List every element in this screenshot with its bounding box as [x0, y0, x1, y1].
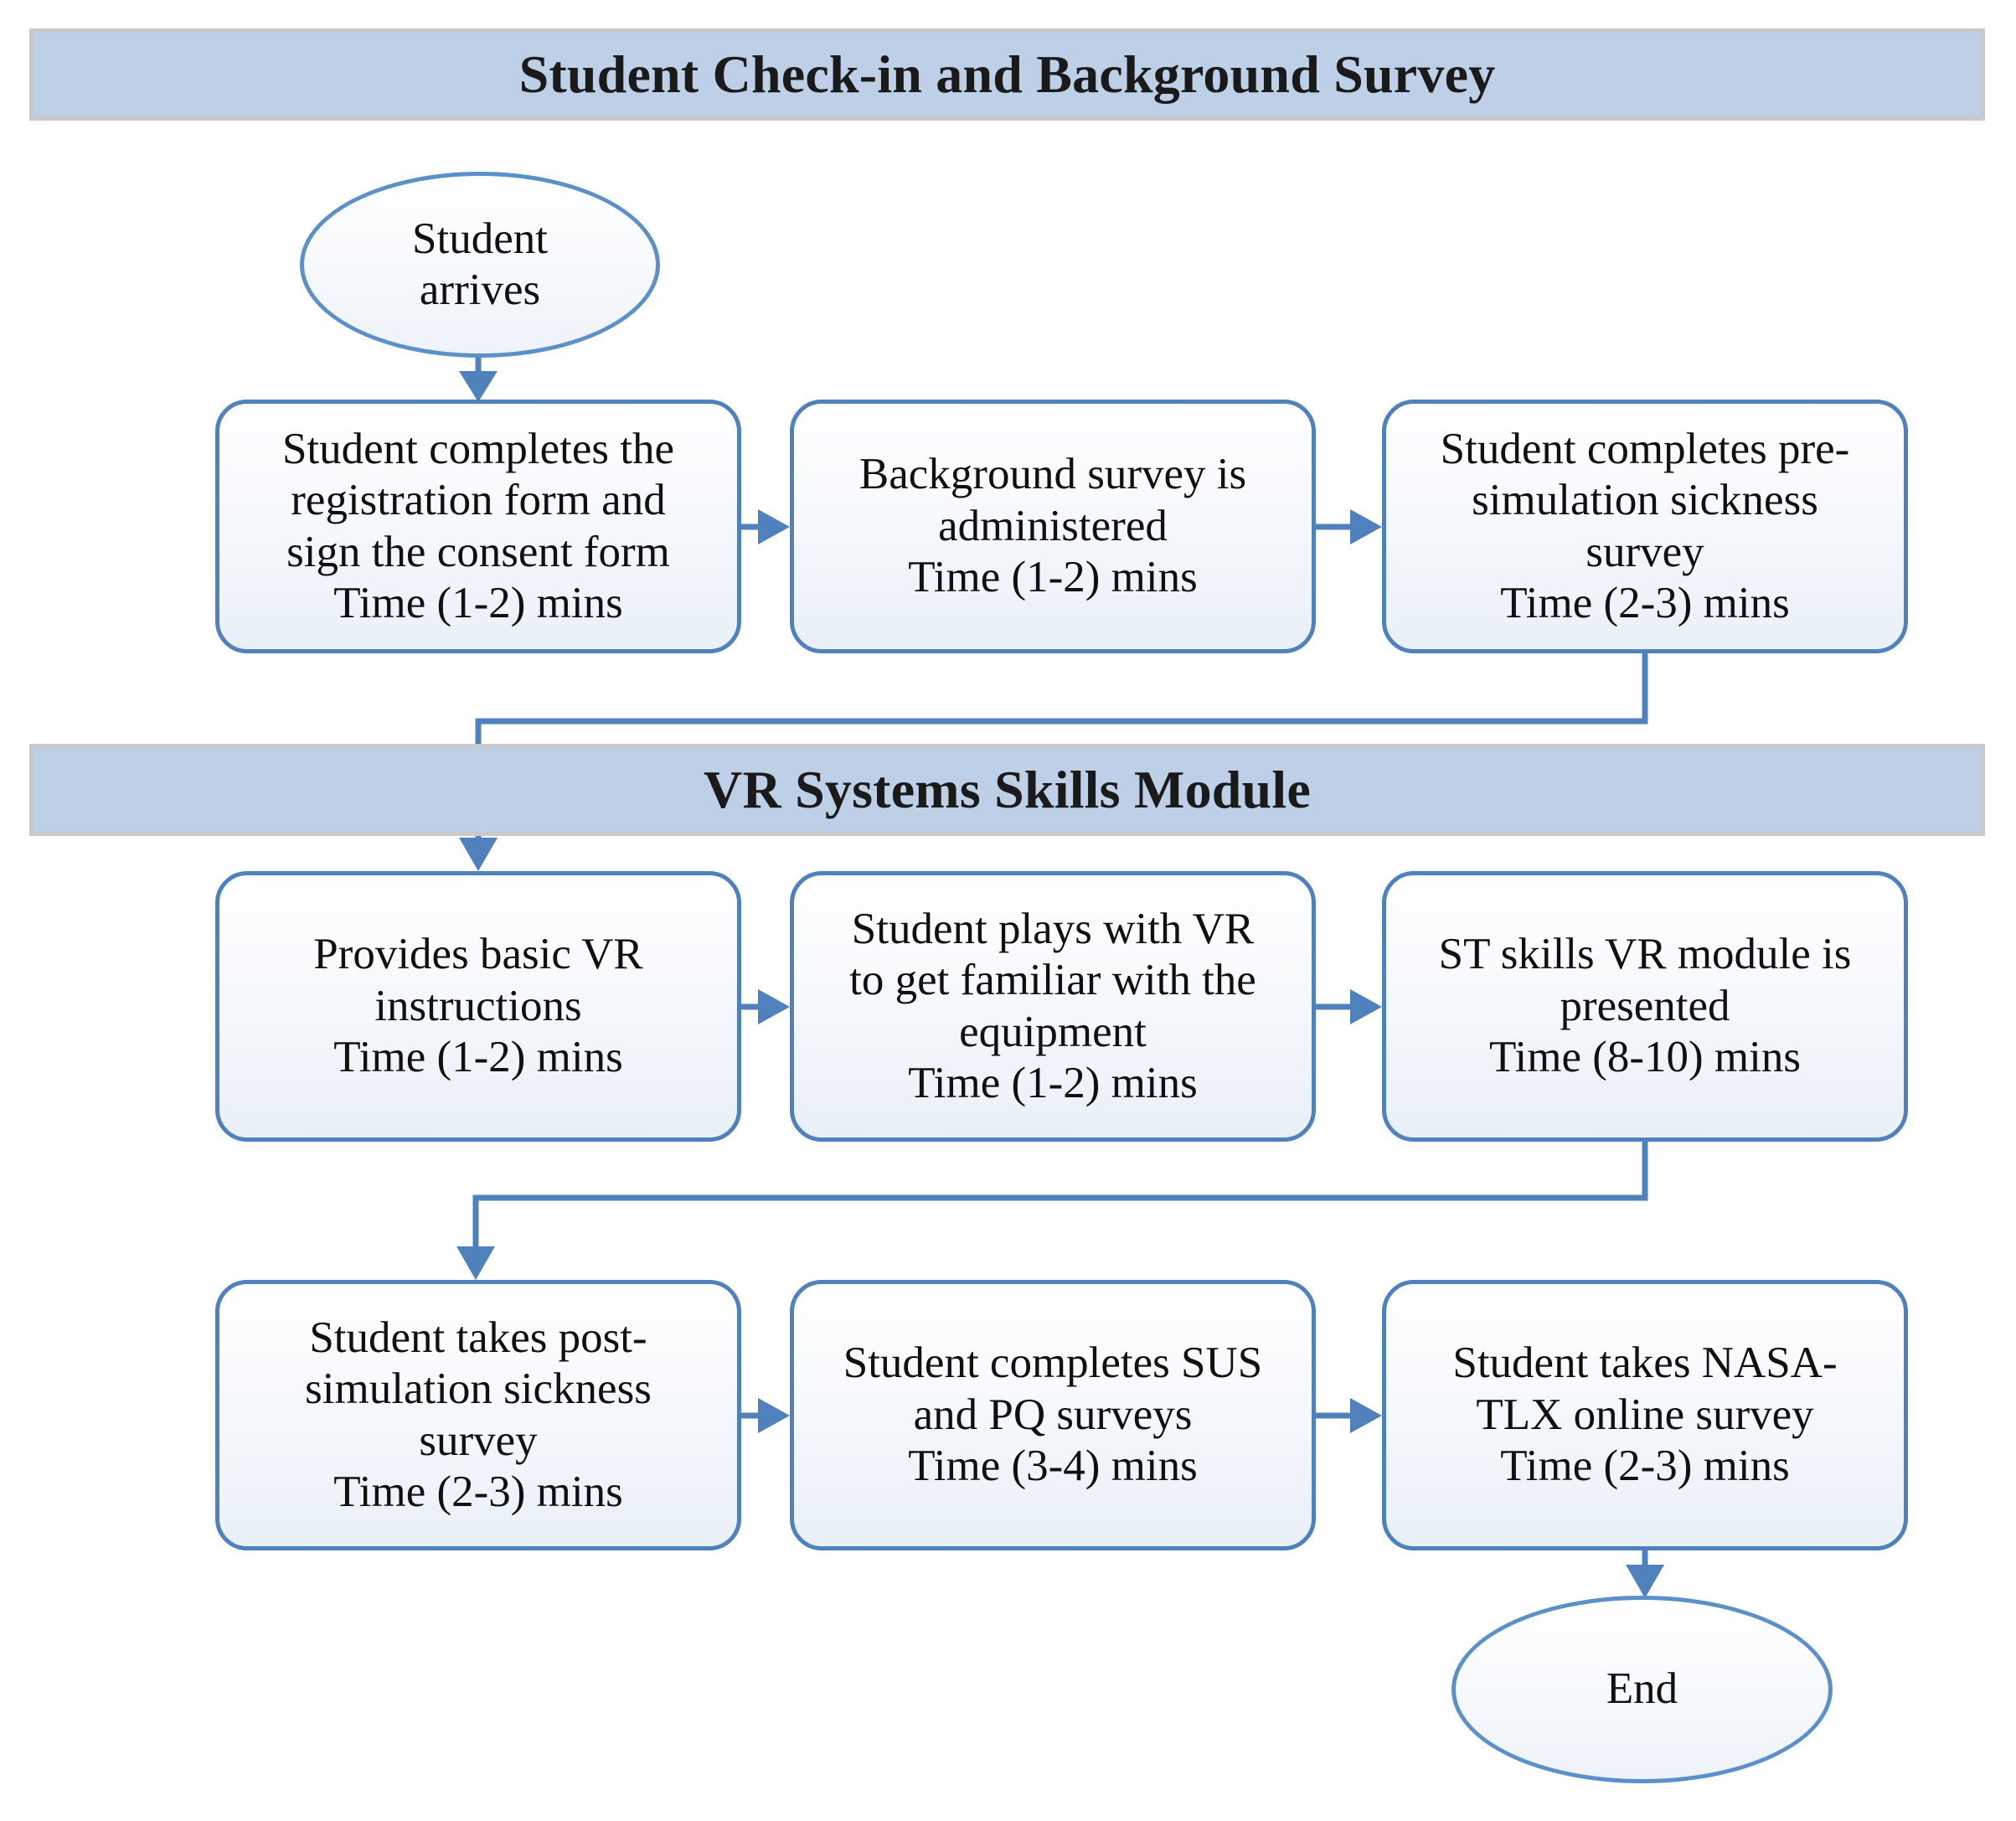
section-banner-vr-module: VR Systems Skills Module: [29, 744, 1985, 836]
process-step-post-sim-sickness: Student takes post- simulation sickness …: [215, 1280, 741, 1550]
terminator-start-label: Student arrives: [412, 214, 548, 314]
process-step-post-sim-sickness-label: Student takes post- simulation sickness …: [305, 1313, 652, 1516]
process-step-sus-pq-label: Student completes SUS and PQ surveys Tim…: [843, 1339, 1263, 1491]
process-step-background-survey: Background survey is administered Time (…: [790, 400, 1316, 653]
terminator-end-label: End: [1606, 1664, 1678, 1714]
process-step-registration-label: Student completes the registration form …: [281, 424, 675, 627]
process-step-nasa-tlx-label: Student takes NASA- TLX online survey Ti…: [1452, 1339, 1838, 1491]
process-step-pre-sim-sickness-label: Student completes pre- simulation sickne…: [1440, 424, 1850, 627]
terminator-end: End: [1451, 1596, 1833, 1783]
process-step-vr-familiarization: Student plays with VR to get familiar wi…: [790, 871, 1316, 1142]
process-step-vr-instructions: Provides basic VR instructions Time (1-2…: [215, 871, 741, 1142]
process-step-st-skills-module: ST skills VR module is presented Time (8…: [1382, 871, 1908, 1142]
process-step-vr-familiarization-label: Student plays with VR to get familiar wi…: [849, 904, 1256, 1107]
process-step-nasa-tlx: Student takes NASA- TLX online survey Ti…: [1382, 1280, 1908, 1550]
process-step-background-survey-label: Background survey is administered Time (…: [858, 450, 1247, 602]
section-banner-student-checkin-label: Student Check-in and Background Survey: [518, 44, 1496, 104]
section-banner-vr-module-label: VR Systems Skills Module: [704, 760, 1311, 819]
section-banner-student-checkin: Student Check-in and Background Survey: [29, 28, 1985, 121]
process-step-pre-sim-sickness: Student completes pre- simulation sickne…: [1382, 400, 1908, 653]
terminator-start: Student arrives: [300, 172, 660, 358]
process-step-vr-instructions-label: Provides basic VR instructions Time (1-2…: [313, 930, 643, 1082]
process-step-sus-pq: Student completes SUS and PQ surveys Tim…: [790, 1280, 1316, 1550]
process-step-st-skills-module-label: ST skills VR module is presented Time (8…: [1438, 930, 1852, 1082]
process-step-registration: Student completes the registration form …: [215, 400, 741, 653]
